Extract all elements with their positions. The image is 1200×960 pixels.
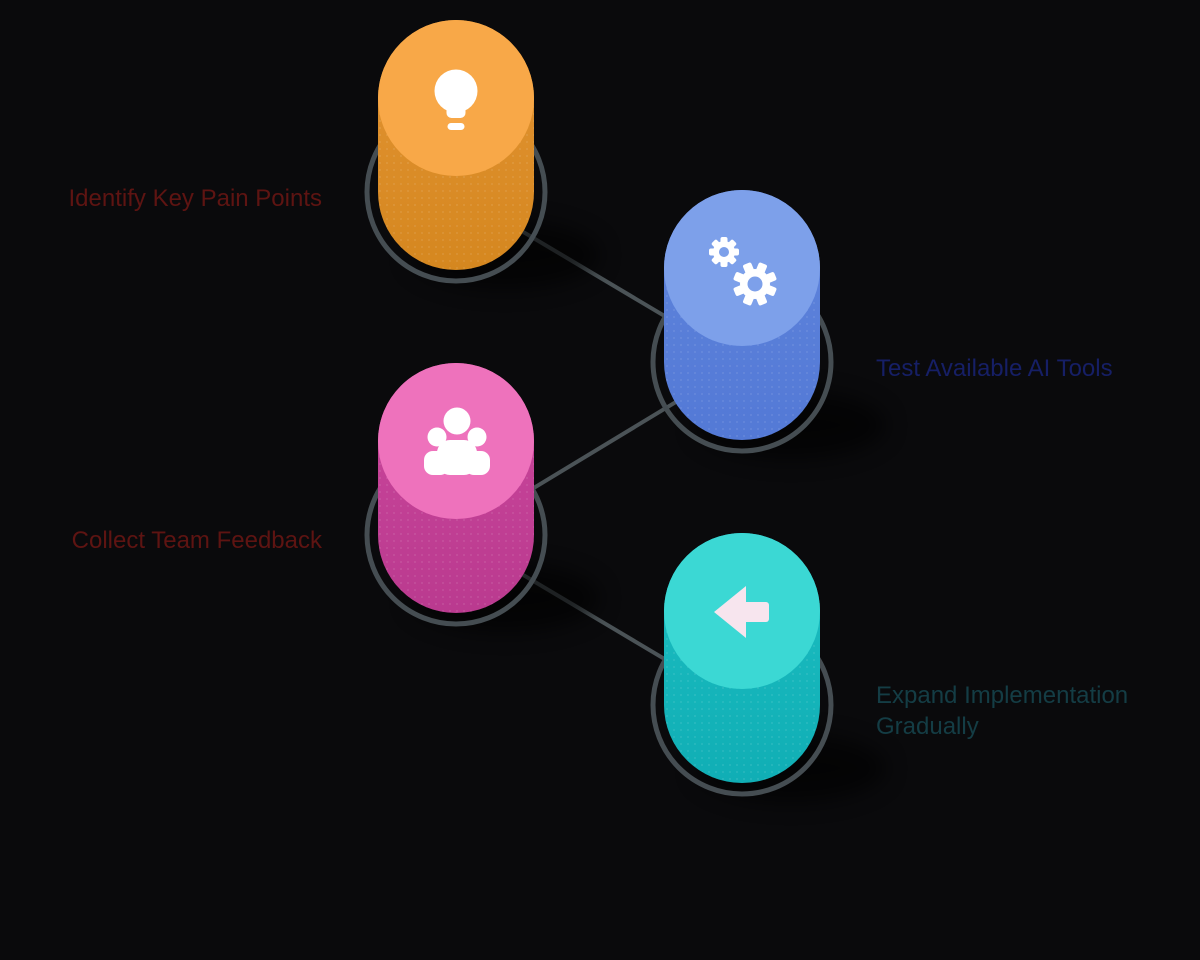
- lightbulb-base: [447, 123, 465, 130]
- step-node-1: [364, 20, 548, 284]
- arrow-shaft: [742, 602, 769, 622]
- lightbulb-icon: [434, 69, 478, 130]
- person-center-body: [437, 440, 477, 475]
- person-center-head: [443, 407, 471, 435]
- person-right-head: [467, 427, 487, 447]
- step2-cylinder-top: [664, 190, 820, 346]
- step4-label: Expand Implementation Gradually: [876, 682, 1129, 740]
- arrow-left-icon: [714, 586, 769, 638]
- gears-icon: [709, 237, 777, 306]
- step3-label: Collect Team Feedback: [71, 527, 322, 554]
- step-node-3: [364, 363, 548, 627]
- lightbulb-neck: [446, 100, 466, 118]
- lightbulb-globe: [434, 69, 478, 113]
- gear-large: [733, 262, 777, 306]
- step2-label: Test Available AI Tools: [876, 355, 1113, 382]
- arrow-head: [714, 586, 746, 638]
- gear-small-hole: [719, 247, 729, 257]
- person-left-head: [427, 427, 447, 447]
- step-node-2: [650, 190, 834, 454]
- people-icon: [424, 407, 490, 475]
- step-node-4: [650, 533, 834, 797]
- step1-label: Identify Key Pain Points: [68, 185, 322, 212]
- gear-large-hole: [747, 276, 763, 292]
- gear-small: [709, 237, 739, 267]
